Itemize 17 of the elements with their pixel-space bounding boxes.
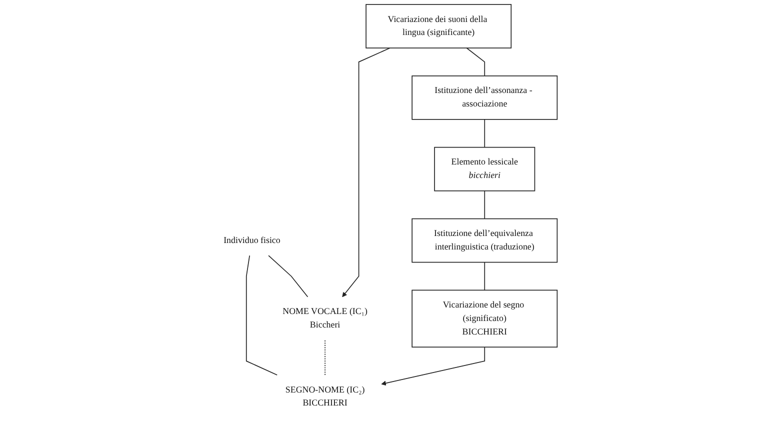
connector	[268, 255, 308, 298]
node-box: Vicariazione del segno (significato) BICCHIERI	[412, 290, 558, 348]
connector	[466, 48, 486, 76]
arrow	[342, 48, 390, 298]
node-box: Istituzione dell’assonanza - associazione	[412, 75, 558, 120]
connector	[246, 255, 278, 376]
node-text: SEGNO-NOME (IC₂) BICCHIERI	[285, 385, 365, 408]
node-text: Individuo fisico	[224, 235, 280, 245]
node-box: Elemento lessicale bicchieri	[434, 146, 536, 192]
node-box: Vicariazione dei suoni della lingua (significante)	[366, 4, 512, 48]
arrow	[381, 346, 486, 386]
node-text: NOME VOCALE (IC₁) Biccheri	[282, 306, 368, 330]
connector	[484, 262, 486, 291]
connector	[484, 119, 486, 148]
connector	[324, 340, 326, 376]
node-box: Istituzione dell’equivalenza interlinguistica (traduzione)	[412, 218, 558, 263]
connector	[484, 190, 486, 220]
